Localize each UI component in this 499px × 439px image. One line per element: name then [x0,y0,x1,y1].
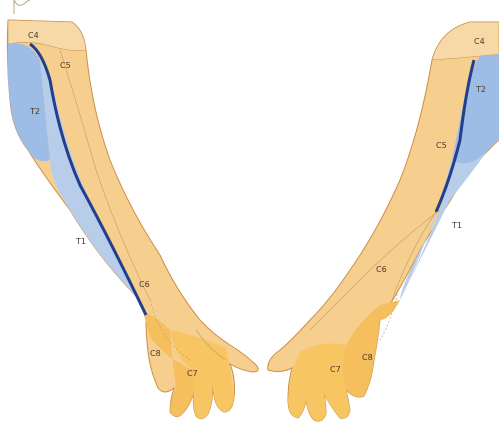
left-label-c4: C4 [28,31,39,40]
left-label-c6: C6 [139,280,150,289]
right-label-c8: C8 [362,353,373,362]
right-label-c4: C4 [474,37,485,46]
right-label-c7: C7 [330,365,341,374]
left-label-t1: T1 [75,237,86,246]
right-label-t1: T1 [451,221,462,230]
left-label-c7: C7 [187,369,198,378]
left-label-c8: C8 [150,349,161,358]
right-label-t2: T2 [475,85,486,94]
right-label-c6: C6 [376,265,387,274]
left-label-t2: T2 [29,107,40,116]
right-label-c5: C5 [436,141,447,150]
left-label-c5: C5 [60,61,71,70]
